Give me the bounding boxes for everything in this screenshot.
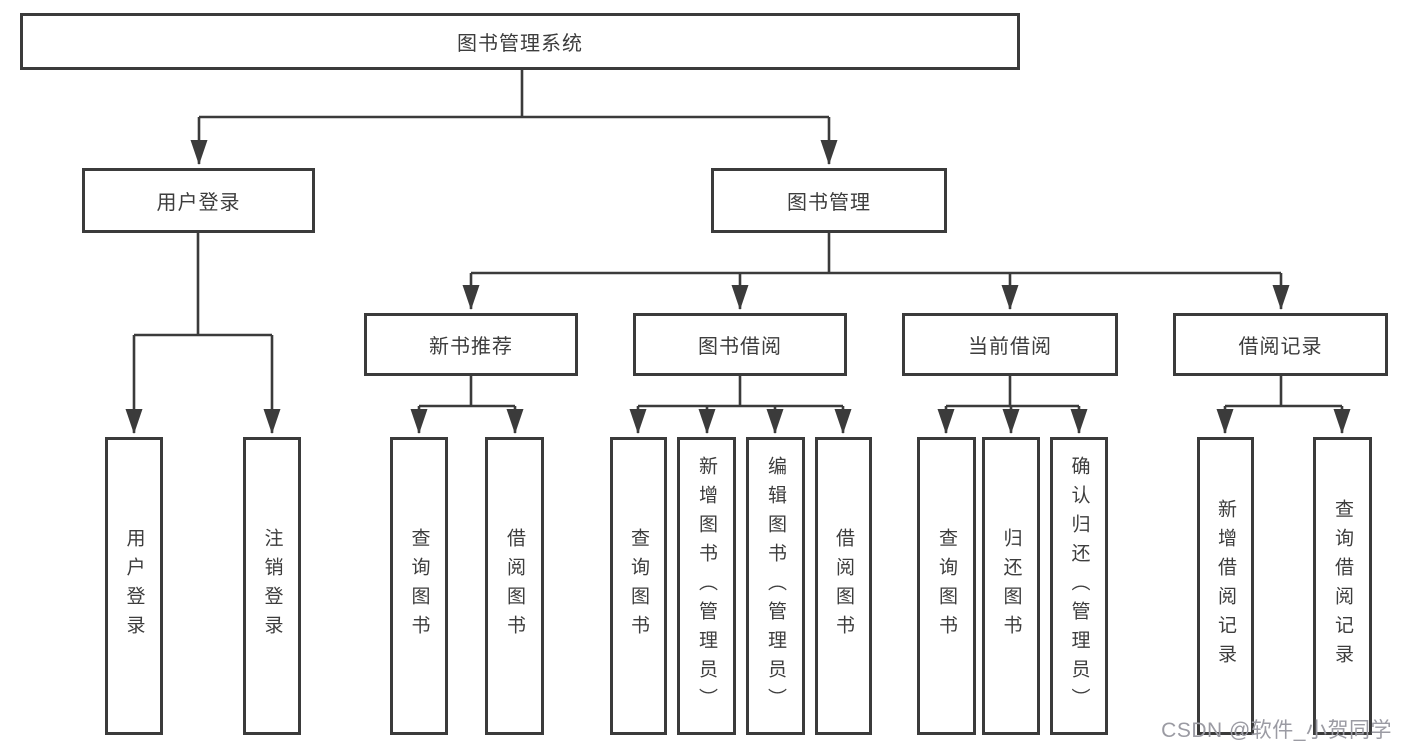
leaf-edit-book-admin: 编辑图书（管理员） [746, 437, 805, 735]
node-user-login: 用户登录 [82, 168, 315, 233]
leaf-add-borrow-record-label: 新增借阅记录 [1215, 499, 1236, 673]
leaf-user-login: 用户登录 [105, 437, 163, 735]
leaf-confirm-return-admin-label: 确认归还（管理员） [1068, 455, 1090, 717]
csdn-watermark: CSDN @软件_小贺同学 [1161, 719, 1392, 742]
leaf-add-book-admin-label: 新增图书（管理员） [696, 455, 717, 717]
leaf-confirm-return-admin: 确认归还（管理员） [1050, 437, 1108, 735]
leaf-query-books-current-label: 查询图书 [936, 528, 957, 644]
leaf-edit-book-admin-label: 编辑图书（管理员） [765, 455, 786, 717]
connector-borrow-records [1225, 376, 1342, 408]
connector-new-books [419, 376, 515, 408]
leaf-query-books-recommend: 查询图书 [390, 437, 448, 735]
leaf-borrow-books: 借阅图书 [815, 437, 872, 735]
leaf-query-books-current: 查询图书 [917, 437, 976, 735]
node-borrow-records: 借阅记录 [1173, 313, 1388, 376]
connector-root [199, 66, 829, 119]
connector-user-login [134, 233, 272, 337]
leaf-borrow-books-label: 借阅图书 [833, 528, 854, 644]
leaf-add-book-admin: 新增图书（管理员） [677, 437, 736, 735]
leaf-logout-label: 注销登录 [261, 528, 283, 644]
node-current-borrow: 当前借阅 [902, 313, 1118, 376]
leaf-add-borrow-record: 新增借阅记录 [1197, 437, 1254, 735]
node-book-management: 图书管理 [711, 168, 947, 233]
leaf-return-book: 归还图书 [982, 437, 1040, 735]
leaf-return-book-label: 归还图书 [1000, 528, 1022, 644]
node-root-system: 图书管理系统 [20, 13, 1020, 70]
leaf-user-login-label: 用户登录 [123, 528, 145, 644]
connector-book-borrow [638, 376, 843, 408]
node-new-book-recommend: 新书推荐 [364, 313, 578, 376]
leaf-query-books-borrow-label: 查询图书 [628, 528, 649, 644]
node-book-borrow: 图书借阅 [633, 313, 847, 376]
leaf-borrow-books-recommend: 借阅图书 [485, 437, 544, 735]
leaf-query-books-recommend-label: 查询图书 [408, 528, 430, 644]
connector-current-borrow [946, 376, 1079, 408]
leaf-query-borrow-record-label: 查询借阅记录 [1332, 499, 1353, 673]
leaf-borrow-books-recommend-label: 借阅图书 [504, 528, 525, 644]
leaf-logout: 注销登录 [243, 437, 301, 735]
leaf-query-books-borrow: 查询图书 [610, 437, 667, 735]
leaf-query-borrow-record: 查询借阅记录 [1313, 437, 1372, 735]
connector-book-mgmt [471, 233, 1281, 275]
